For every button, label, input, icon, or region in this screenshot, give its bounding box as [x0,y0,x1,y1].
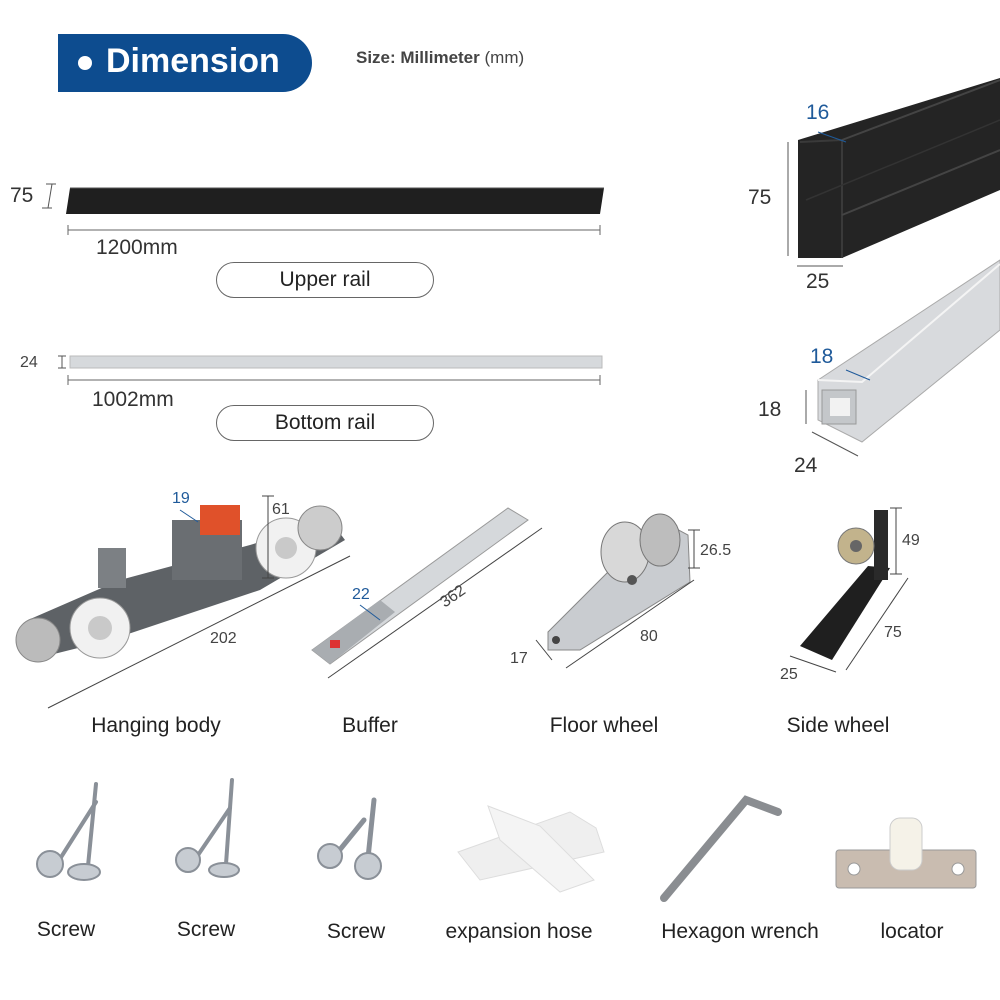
upper-rail-length: 1200mm [96,236,178,259]
floor-wheel-dim-height: 26.5 [700,542,732,559]
bottom-rail-label: Bottom rail [216,405,434,441]
hanging-body-markers [47,495,351,709]
accessory-label-hexagon-wrench: Hexagon wrench [661,920,819,943]
floor-wheel-image [547,513,691,651]
expansion-hose-image [457,805,605,893]
bottom-rail-length: 1002mm [92,388,174,411]
hanging-body-label: Hanging body [91,714,221,737]
bottom-profile-height: 18 [758,398,782,421]
upper-profile-markers [787,131,847,267]
buffer-markers [327,527,543,679]
upper-profile-width: 25 [806,270,830,293]
size-label: Size: Millimeter [356,48,480,67]
bottom-rail-profile-image [817,259,1000,443]
bottom-rail-height-marker [58,355,66,369]
buffer-image [311,507,529,665]
hanging-body-dim-width: 19 [172,490,190,507]
side-wheel-image [800,510,890,660]
side-wheel-markers [789,507,909,673]
bottom-rail-image [69,355,603,369]
side-wheel-dim-height: 49 [902,532,920,549]
hexagon-wrench-image [660,795,782,902]
screw-image-1 [36,782,101,881]
floor-wheel-label: Floor wheel [549,714,659,737]
floor-wheel-markers [535,529,700,669]
side-wheel-dim-length: 75 [884,624,902,641]
screw-image-3 [317,797,382,880]
hanging-body-dim-height: 61 [272,501,290,518]
accessory-label-expansion-hose: expansion hose [445,920,593,943]
upper-rail-height-marker [42,183,56,209]
upper-rail-length-line [67,225,601,235]
screw-image-2 [175,778,240,878]
upper-rail-height: 75 [10,184,34,207]
bullet-icon [78,56,92,70]
side-wheel-label: Side wheel [786,714,890,737]
upper-profile-height: 75 [748,186,772,209]
bottom-profile-width: 24 [794,454,818,477]
bottom-rail-length-line [67,375,601,385]
floor-wheel-dim-side: 17 [510,650,528,667]
size-note: Size: Millimeter (mm) [356,48,524,68]
floor-wheel-dim-length: 80 [640,628,658,645]
accessory-label-screw-1: Screw [36,918,96,941]
section-title: Dimension [106,42,280,80]
buffer-label: Buffer [342,714,398,737]
accessory-label-screw-3: Screw [326,920,386,943]
buffer-dim-width: 22 [352,586,370,603]
bottom-profile-top: 18 [810,345,834,368]
bottom-rail-height: 24 [20,354,38,371]
accessory-label-screw-2: Screw [176,918,236,941]
locator-image [835,817,977,889]
upper-rail-label: Upper rail [216,262,434,298]
hanging-body-dim-length: 202 [210,630,237,647]
upper-rail-profile-image [798,78,1000,258]
upper-rail-image [66,187,604,214]
bottom-profile-markers [805,369,871,457]
upper-profile-top: 16 [806,101,830,124]
side-wheel-dim-width: 25 [780,666,798,683]
dimension-badge: Dimension [58,34,312,92]
size-unit: (mm) [484,48,525,67]
hanging-body-image [15,505,345,663]
accessory-label-locator: locator [880,920,944,943]
